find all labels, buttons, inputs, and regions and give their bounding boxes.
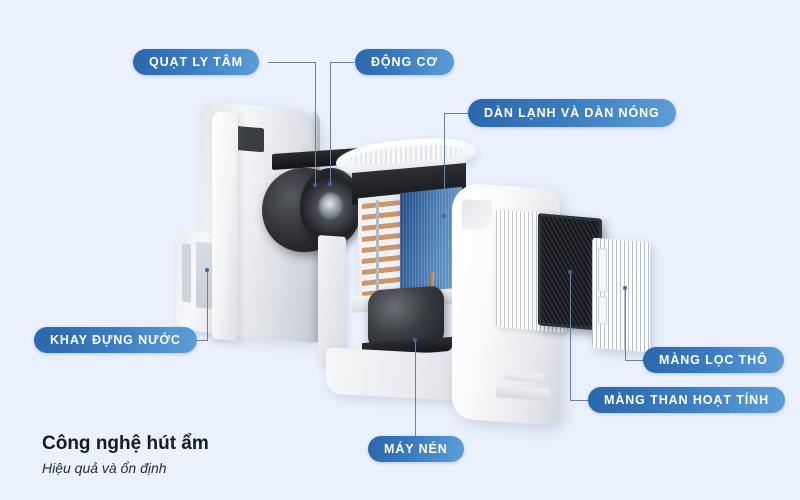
connector-carbon-vertical [570, 272, 572, 401]
front-shell-handle [496, 385, 550, 402]
left-shell-panel-illustration [212, 110, 238, 342]
connector-prefilter-horizontal [625, 360, 643, 362]
connector-motor-horizontal [330, 62, 354, 64]
callout-label-fan: QUẠT LY TÂM [149, 55, 243, 69]
connector-tray-vertical [207, 270, 209, 341]
connector-dot-coils [442, 214, 446, 218]
callout-may-nen[interactable]: MÁY NÉN [368, 436, 464, 462]
connector-motor-vertical [330, 62, 332, 184]
caption-block: Công nghệ hút ẩm Hiệu quả và ổn định [42, 433, 209, 476]
callout-quat-ly-tam[interactable]: QUẠT LY TÂM [133, 49, 259, 75]
connector-dot-compressor [413, 338, 417, 342]
connector-fan-horizontal [268, 62, 316, 64]
pre-filter-bar-lower [598, 295, 607, 325]
callout-dan-lanh-va-dan-nong[interactable]: DÀN LẠNH VÀ DÀN NÓNG [468, 99, 676, 127]
callout-mang-loc-tho[interactable]: MÀNG LỌC THÔ [643, 347, 784, 373]
connector-fan-vertical [315, 62, 317, 185]
callout-label-coils: DÀN LẠNH VÀ DÀN NÓNG [484, 106, 660, 120]
connector-dot-tray [205, 268, 209, 272]
callout-khay-dung-nuoc[interactable]: KHAY ĐỰNG NƯỚC [34, 327, 197, 353]
callout-label-carbon-filter: MÀNG THAN HOẠT TÍNH [604, 393, 770, 407]
connector-coils-vertical [444, 113, 446, 216]
tray-slot-right [196, 241, 212, 310]
callout-label-compressor: MÁY NÉN [384, 442, 448, 456]
connector-compressor-vertical [415, 340, 417, 436]
callout-dong-co[interactable]: ĐỘNG CƠ [355, 49, 454, 75]
callout-label-water-tray: KHAY ĐỰNG NƯỚC [50, 333, 181, 347]
tray-slot-left [182, 243, 191, 303]
page-title: Công nghệ hút ẩm [42, 433, 209, 454]
pre-filter-bar-upper [598, 247, 607, 293]
front-shell-handle-upper [504, 370, 544, 383]
connector-prefilter-vertical [625, 288, 627, 361]
connector-coils-horizontal [444, 113, 468, 115]
page-subtitle: Hiệu quả và ổn định [42, 460, 167, 476]
connector-carbon-horizontal [570, 400, 588, 402]
connector-dot-fan [313, 183, 317, 187]
connector-dot-prefilter [623, 286, 627, 290]
connector-dot-motor [328, 182, 332, 186]
callout-mang-than-hoat-tinh[interactable]: MÀNG THAN HOẠT TÍNH [588, 387, 786, 413]
front-shell-notch [462, 198, 492, 232]
callout-label-pre-filter: MÀNG LỌC THÔ [659, 353, 768, 367]
pre-filter-illustration [592, 237, 650, 353]
connector-dot-carbon [568, 270, 572, 274]
callout-label-motor: ĐỘNG CƠ [371, 55, 438, 69]
condenser-copper-coil-illustration [358, 193, 404, 303]
